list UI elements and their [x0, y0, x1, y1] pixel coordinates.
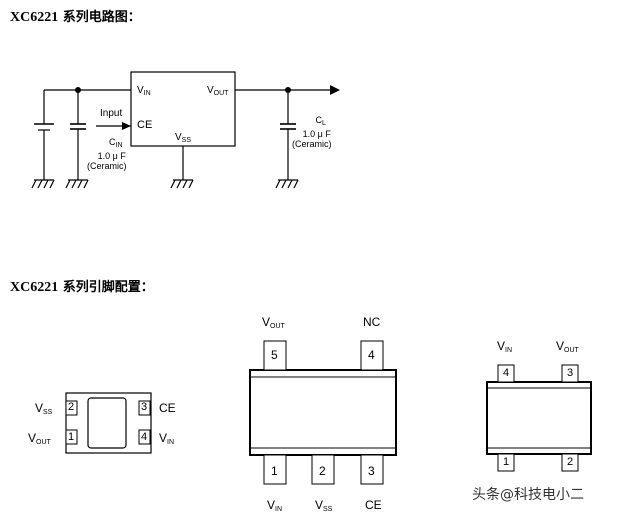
pin-label-vss: VSS [315, 498, 333, 513]
ground-icon [31, 179, 55, 189]
schematic-title-model: XC6221 [10, 10, 59, 25]
schematic-title: XC6221 系列电路图： [10, 6, 141, 26]
pin-number: 3 [567, 367, 574, 379]
pin-number: 4 [368, 348, 375, 362]
pin-number: 1 [503, 456, 510, 468]
pin-number: 4 [503, 367, 510, 379]
ce-label: CE [137, 119, 153, 131]
pin-number: 4 [141, 431, 148, 443]
vout-label: VOUT [207, 85, 229, 98]
pin-label-vout: VOUT [556, 339, 579, 354]
pin-label-ce: CE [365, 498, 382, 512]
cin-label: CIN 1.0 μ F (Ceramic) [87, 137, 127, 171]
pin-label-vin: VIN [159, 431, 175, 446]
vin-label: VIN [137, 85, 151, 98]
pinout-title: XC6221 系列引脚配置： [10, 276, 154, 296]
cl-label: CL 1.0 μ F (Ceramic) [292, 115, 332, 149]
junction-dot-icon [285, 87, 291, 93]
pin-number: 2 [319, 464, 326, 478]
junction-dot-icon [75, 87, 81, 93]
pin-label-vin: VIN [497, 339, 513, 354]
pin-number: 5 [271, 348, 278, 362]
pin-number: 3 [141, 401, 148, 413]
ce-arrow-icon [122, 122, 131, 130]
pin-label-vout: VOUT [262, 315, 285, 330]
pin-label-ce: CE [159, 401, 176, 415]
small-package-pad [87, 397, 127, 449]
pinout-title-text: 系列引脚配置： [58, 280, 154, 295]
pin-number: 3 [368, 464, 375, 478]
pin-number: 2 [68, 401, 75, 413]
pin-label-vout: VOUT [28, 431, 51, 446]
watermark: 头条@科技电小二 [472, 487, 584, 503]
pin-number: 1 [68, 431, 75, 443]
pinout-title-model: XC6221 [10, 280, 59, 295]
pin-label-nc: NC [363, 315, 381, 329]
ground-icon [275, 179, 299, 189]
ground-icon [65, 179, 89, 189]
sot25-body [249, 369, 397, 456]
ground-icon [170, 179, 194, 189]
pin-label-vss: VSS [35, 401, 53, 416]
small-package-outline [65, 392, 152, 454]
input-label: Input [100, 108, 123, 119]
output-arrow-icon [330, 85, 340, 95]
sot4-body [486, 381, 592, 455]
pin-label-vin: VIN [267, 498, 283, 513]
pin-number: 2 [567, 456, 574, 468]
pin-number: 1 [271, 464, 278, 478]
vss-label: VSS [175, 132, 192, 145]
schematic-title-text: 系列电路图： [58, 10, 141, 25]
